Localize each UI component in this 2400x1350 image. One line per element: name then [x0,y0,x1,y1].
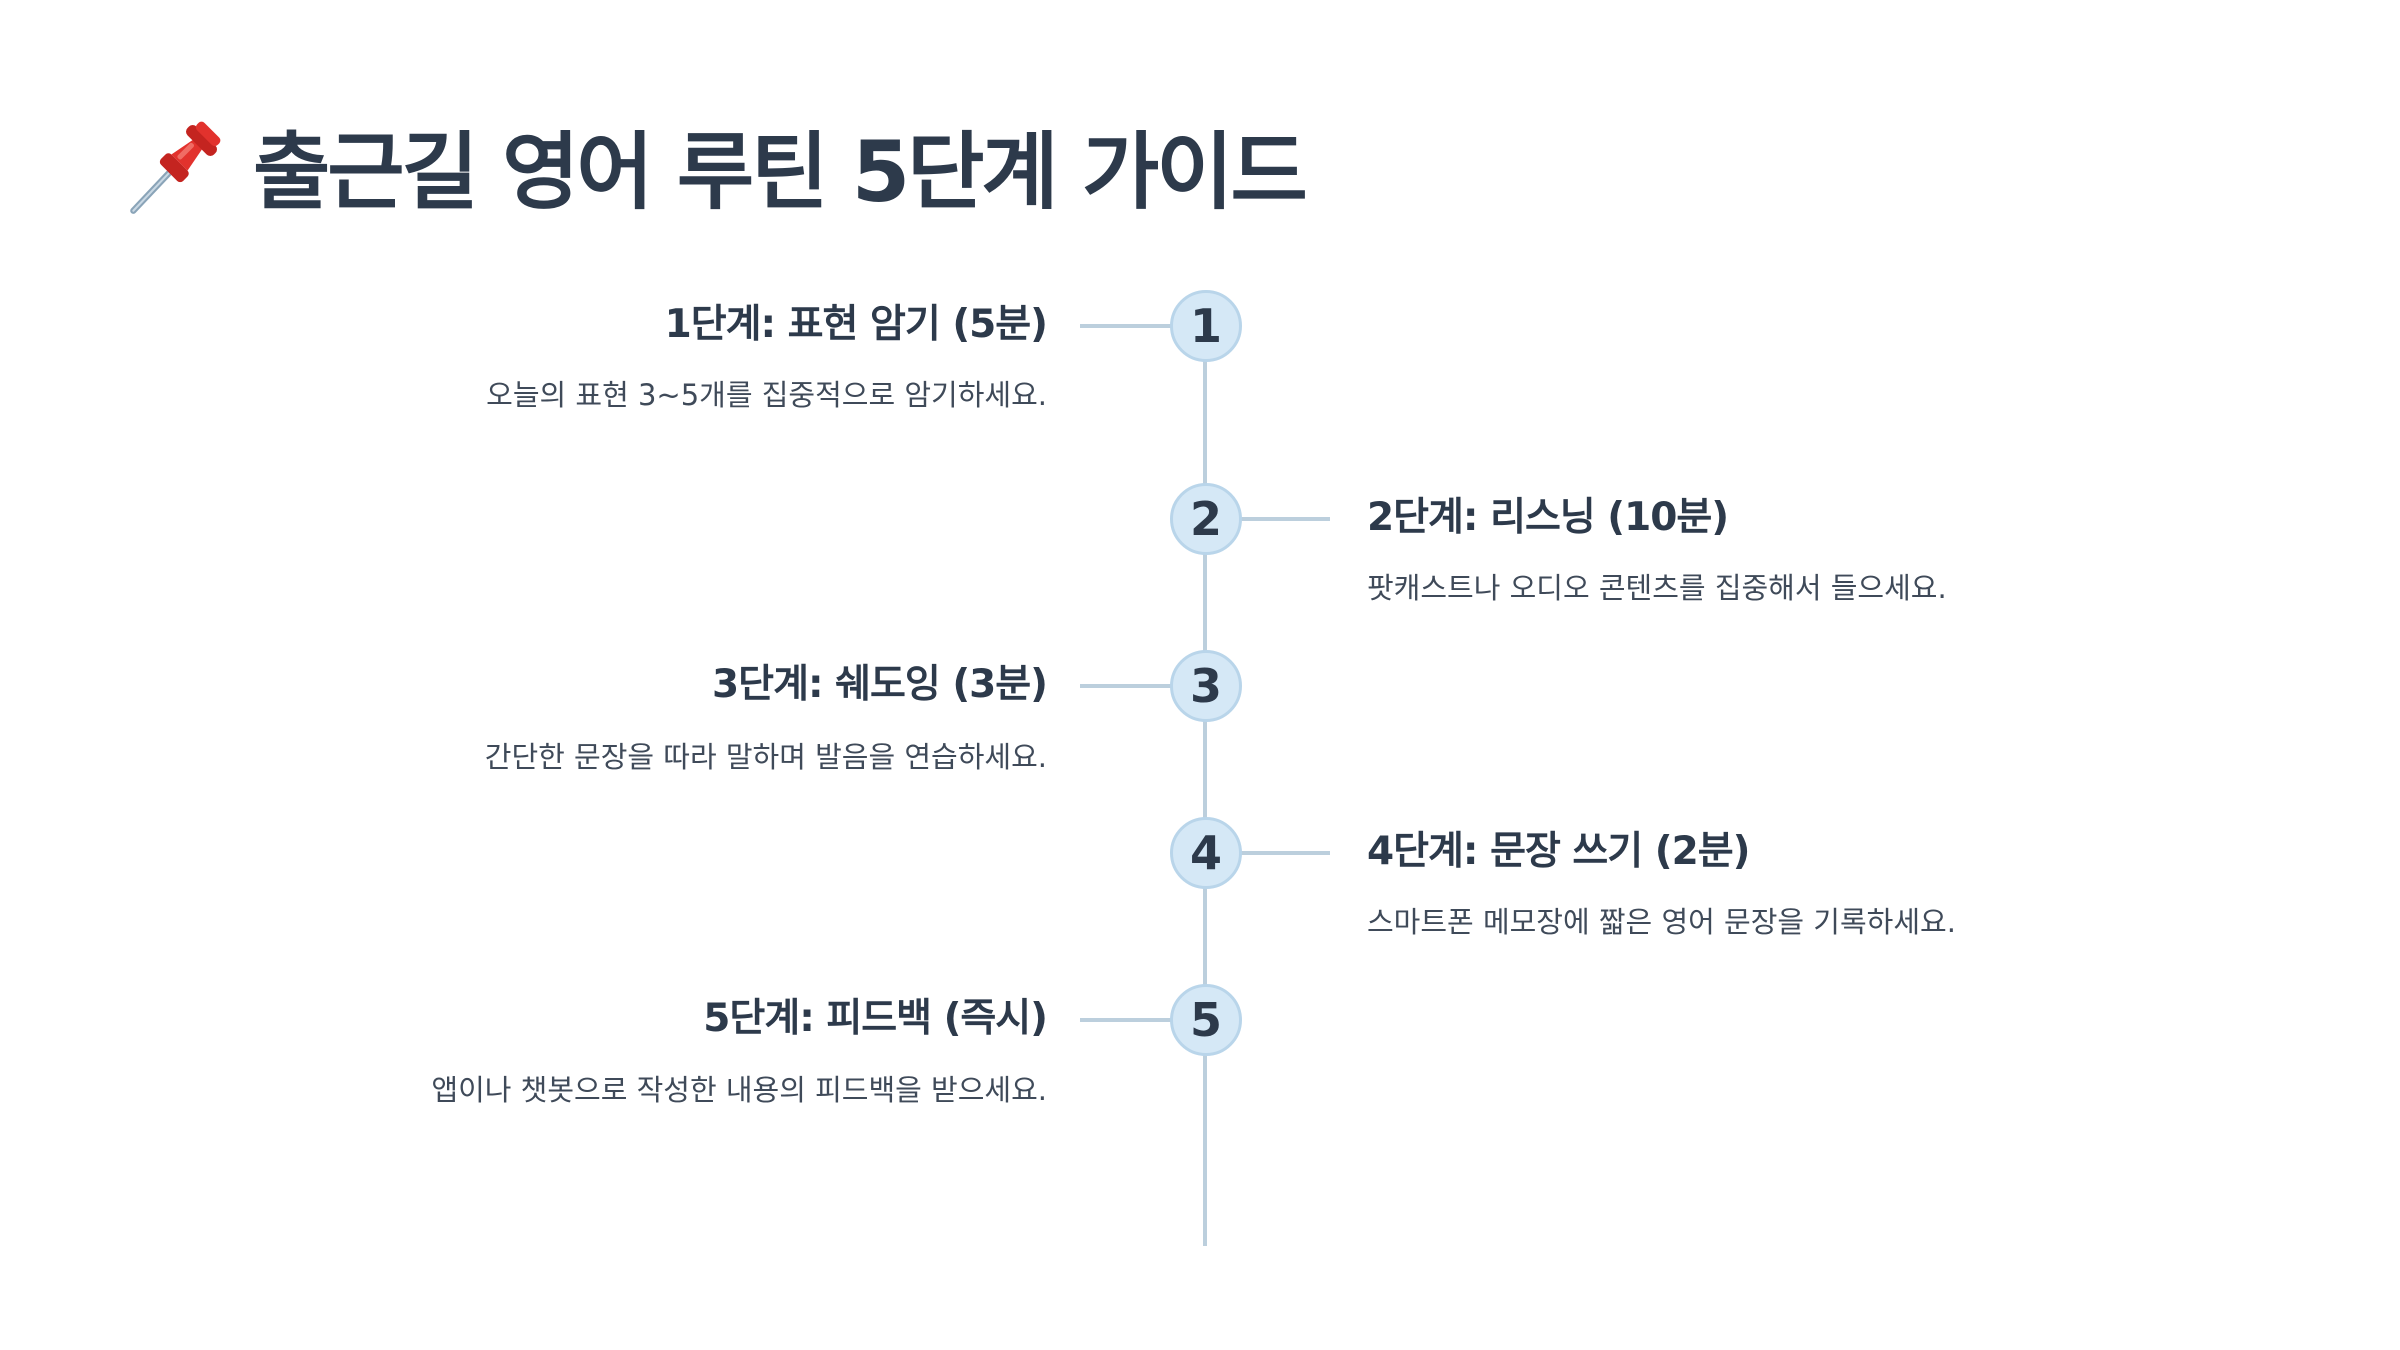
step-1-connector [1080,324,1172,328]
step-2-node: 2 [1170,483,1242,555]
step-5-title: 5단계: 피드백 (즉시) [703,996,1048,1041]
timeline-axis [1203,322,1207,1246]
step-4-node: 4 [1170,817,1242,889]
step-5-node: 5 [1170,984,1242,1056]
step-4-title: 4단계: 문장 쓰기 (2분) [1367,829,1750,874]
step-2-description: 팟캐스트나 오디오 콘텐츠를 집중해서 들으세요. [1367,571,1947,605]
step-5-connector [1080,1018,1172,1022]
step-5-description: 앱이나 챗봇으로 작성한 내용의 피드백을 받으세요. [431,1073,1047,1107]
step-1-title: 1단계: 표현 암기 (5분) [664,302,1048,347]
step-3-connector [1080,684,1172,688]
step-2-connector [1238,517,1330,521]
step-3-node: 3 [1170,650,1242,722]
title-text: 출근길 영어 루틴 5단계 가이드 [253,122,1308,221]
pushpin-icon [130,121,221,214]
step-1-description: 오늘의 표현 3~5개를 집중적으로 암기하세요. [486,378,1047,412]
step-4-connector [1238,851,1330,855]
step-3-title: 3단계: 쉐도잉 (3분) [712,662,1048,707]
step-2-title: 2단계: 리스닝 (10분) [1367,495,1729,540]
step-3-description: 간단한 문장을 따라 말하며 발음을 연습하세요. [484,740,1047,774]
page-title: 출근길 영어 루틴 5단계 가이드 [125,105,1308,225]
step-4-description: 스마트폰 메모장에 짧은 영어 문장을 기록하세요. [1367,905,1956,939]
step-1-node: 1 [1170,290,1242,362]
